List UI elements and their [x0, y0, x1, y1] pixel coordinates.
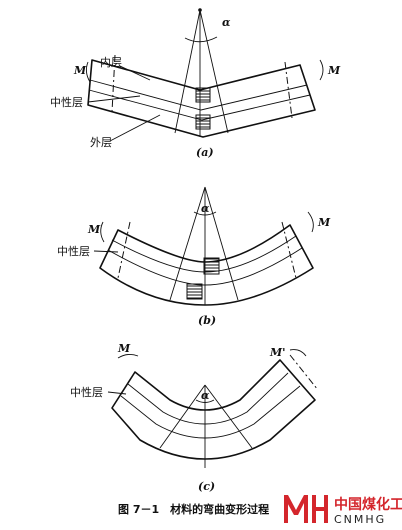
moment-c-right: M'	[269, 346, 286, 359]
panel-b: α M M 中性层 (b)	[57, 186, 331, 327]
radial-a-left	[174, 9, 201, 134]
angle-arc-a	[184, 36, 218, 43]
radial-c-right	[204, 384, 253, 449]
beam-a-dash-right	[284, 61, 293, 119]
logo-bar-2	[304, 495, 308, 523]
moment-c-right-arrow	[289, 349, 307, 357]
angle-b-label: α	[201, 202, 210, 215]
logo-bar-h	[312, 507, 326, 511]
angle-arc-b	[193, 211, 217, 216]
angle-arc-c	[195, 399, 215, 403]
label-outer-layer: 外层	[90, 136, 112, 149]
figure-caption: 图 7－1 材料的弯曲变形过程	[118, 502, 269, 516]
angle-a-label: α	[222, 16, 231, 29]
logo-v	[284, 495, 308, 515]
moment-a-left-arrow	[85, 61, 91, 83]
logo-bar-1	[284, 495, 288, 523]
radial-c-left	[159, 384, 206, 449]
panel-c: α M M' 中性层 (c)	[70, 342, 319, 493]
label-inner-layer: 内层	[100, 55, 122, 69]
moment-a-left: M	[73, 64, 87, 77]
panel-a-label: (a)	[196, 146, 214, 159]
beam-b-dash-right	[281, 221, 297, 279]
hatch-b-bottom	[186, 283, 203, 300]
radial-b-left	[169, 186, 206, 301]
leader-inner	[119, 65, 151, 81]
moment-b-right-arrow	[307, 211, 314, 233]
beam-a-dash-left	[111, 54, 116, 113]
watermark-name-cn: 中国煤化工	[334, 496, 402, 513]
panel-a: α M M 内层 中性层 外层 (a)	[50, 8, 341, 159]
panel-b-label: (b)	[198, 314, 216, 327]
radial-b-right	[204, 186, 239, 301]
beam-b-outline	[99, 224, 314, 306]
moment-a-right-arrow	[319, 59, 324, 81]
leader-neutral-c	[107, 391, 127, 395]
leader-neutral-b	[93, 250, 119, 253]
hatch-b-top	[203, 257, 220, 275]
moment-c-left: M	[117, 342, 131, 355]
hatch-a-bottom	[195, 114, 211, 130]
watermark-logo	[284, 495, 328, 523]
beam-c-outline	[111, 359, 316, 460]
beam-b-dash-left	[117, 221, 131, 279]
logo-bar-4	[324, 495, 328, 523]
hatch-a-top	[195, 87, 211, 103]
label-neutral-layer-b: 中性层	[57, 244, 90, 258]
panel-c-label: (c)	[198, 480, 215, 493]
moment-b-left: M	[87, 223, 101, 236]
watermark-name-en: CNMHG	[334, 513, 386, 526]
beam-c-neutral-line	[120, 385, 301, 439]
leader-neutral	[87, 95, 141, 103]
angle-c-label: α	[201, 389, 210, 402]
moment-b-left-arrow	[100, 221, 105, 243]
label-neutral-layer-a: 中性层	[50, 95, 83, 109]
moment-c-left-arrow	[117, 353, 139, 359]
apex-a	[198, 8, 202, 12]
label-neutral-layer-c: 中性层	[70, 385, 103, 399]
moment-a-right: M	[327, 64, 341, 77]
radial-a-right	[199, 9, 229, 134]
beam-a-inner-line	[89, 79, 308, 111]
moment-b-right: M	[317, 216, 331, 229]
beam-c-dash-right	[289, 354, 319, 391]
leader-outer	[109, 114, 161, 142]
